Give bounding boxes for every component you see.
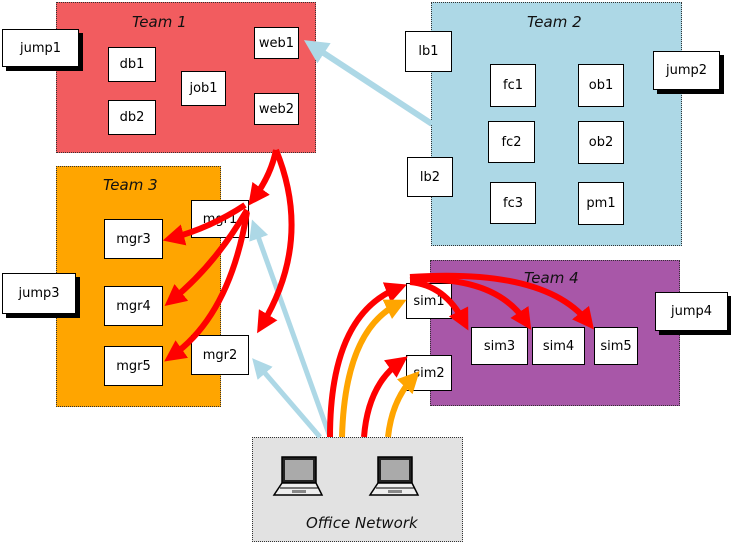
team1-title: Team 1: [132, 13, 187, 31]
node-web1[interactable]: web1: [254, 27, 299, 59]
team2-title: Team 2: [527, 13, 582, 31]
node-lb1[interactable]: lb1: [405, 31, 452, 72]
node-web2[interactable]: web2: [254, 93, 299, 125]
node-ob1[interactable]: ob1: [578, 64, 624, 107]
node-mgr4[interactable]: mgr4: [104, 286, 163, 326]
team2-group: [431, 2, 682, 246]
node-fc1[interactable]: fc1: [490, 64, 536, 107]
node-lb2[interactable]: lb2: [407, 157, 453, 197]
node-db2[interactable]: db2: [108, 100, 156, 135]
arrow-lb-to-web1: [303, 40, 434, 127]
arrow-mgr1-to-mgr3: [162, 202, 247, 246]
arrow-web2-to-mgr1: [248, 149, 279, 206]
team4-title: Team 4: [524, 269, 579, 287]
node-mgr2[interactable]: mgr2: [191, 335, 249, 375]
team3-title: Team 3: [103, 176, 158, 194]
node-db1[interactable]: db1: [108, 47, 156, 82]
office-network-title: Office Network: [306, 514, 418, 532]
node-fc2[interactable]: fc2: [488, 121, 535, 163]
node-fc3[interactable]: fc3: [490, 182, 536, 224]
node-job1[interactable]: job1: [181, 71, 226, 106]
arrow-mgr1-to-mgr5: [164, 211, 250, 362]
arrow-office-to-mgr1: [249, 219, 333, 438]
node-mgr5[interactable]: mgr5: [104, 346, 163, 386]
node-sim5[interactable]: sim5: [594, 327, 638, 365]
laptop-icon: [272, 456, 324, 496]
node-sim4[interactable]: sim4: [532, 327, 585, 365]
arrow-office-to-sim2-orange: [385, 371, 420, 438]
node-sim1[interactable]: sim1: [406, 283, 452, 319]
node-jump1[interactable]: jump1: [2, 29, 79, 67]
arrow-office-to-sim2-red: [361, 356, 408, 438]
node-pm1[interactable]: pm1: [578, 182, 624, 225]
arrow-office-to-sim1-red: [327, 282, 407, 438]
arrow-office-to-mgr2: [252, 358, 322, 439]
arrow-sim1-to-sim4: [409, 276, 532, 331]
laptop-icon: [368, 456, 420, 496]
arrow-office-to-sim1-orange: [339, 299, 407, 438]
arrow-sim1-to-sim5: [409, 272, 594, 330]
node-jump3[interactable]: jump3: [2, 273, 76, 314]
node-mgr3[interactable]: mgr3: [104, 219, 163, 259]
arrow-web2-to-mgr2: [257, 148, 295, 334]
node-sim3[interactable]: sim3: [471, 327, 528, 365]
node-jump2[interactable]: jump2: [653, 51, 720, 90]
node-ob2[interactable]: ob2: [578, 121, 624, 164]
arrow-mgr1-to-mgr4: [164, 208, 250, 307]
arrow-sim1-to-sim3: [409, 279, 469, 331]
node-jump4[interactable]: jump4: [655, 292, 728, 331]
